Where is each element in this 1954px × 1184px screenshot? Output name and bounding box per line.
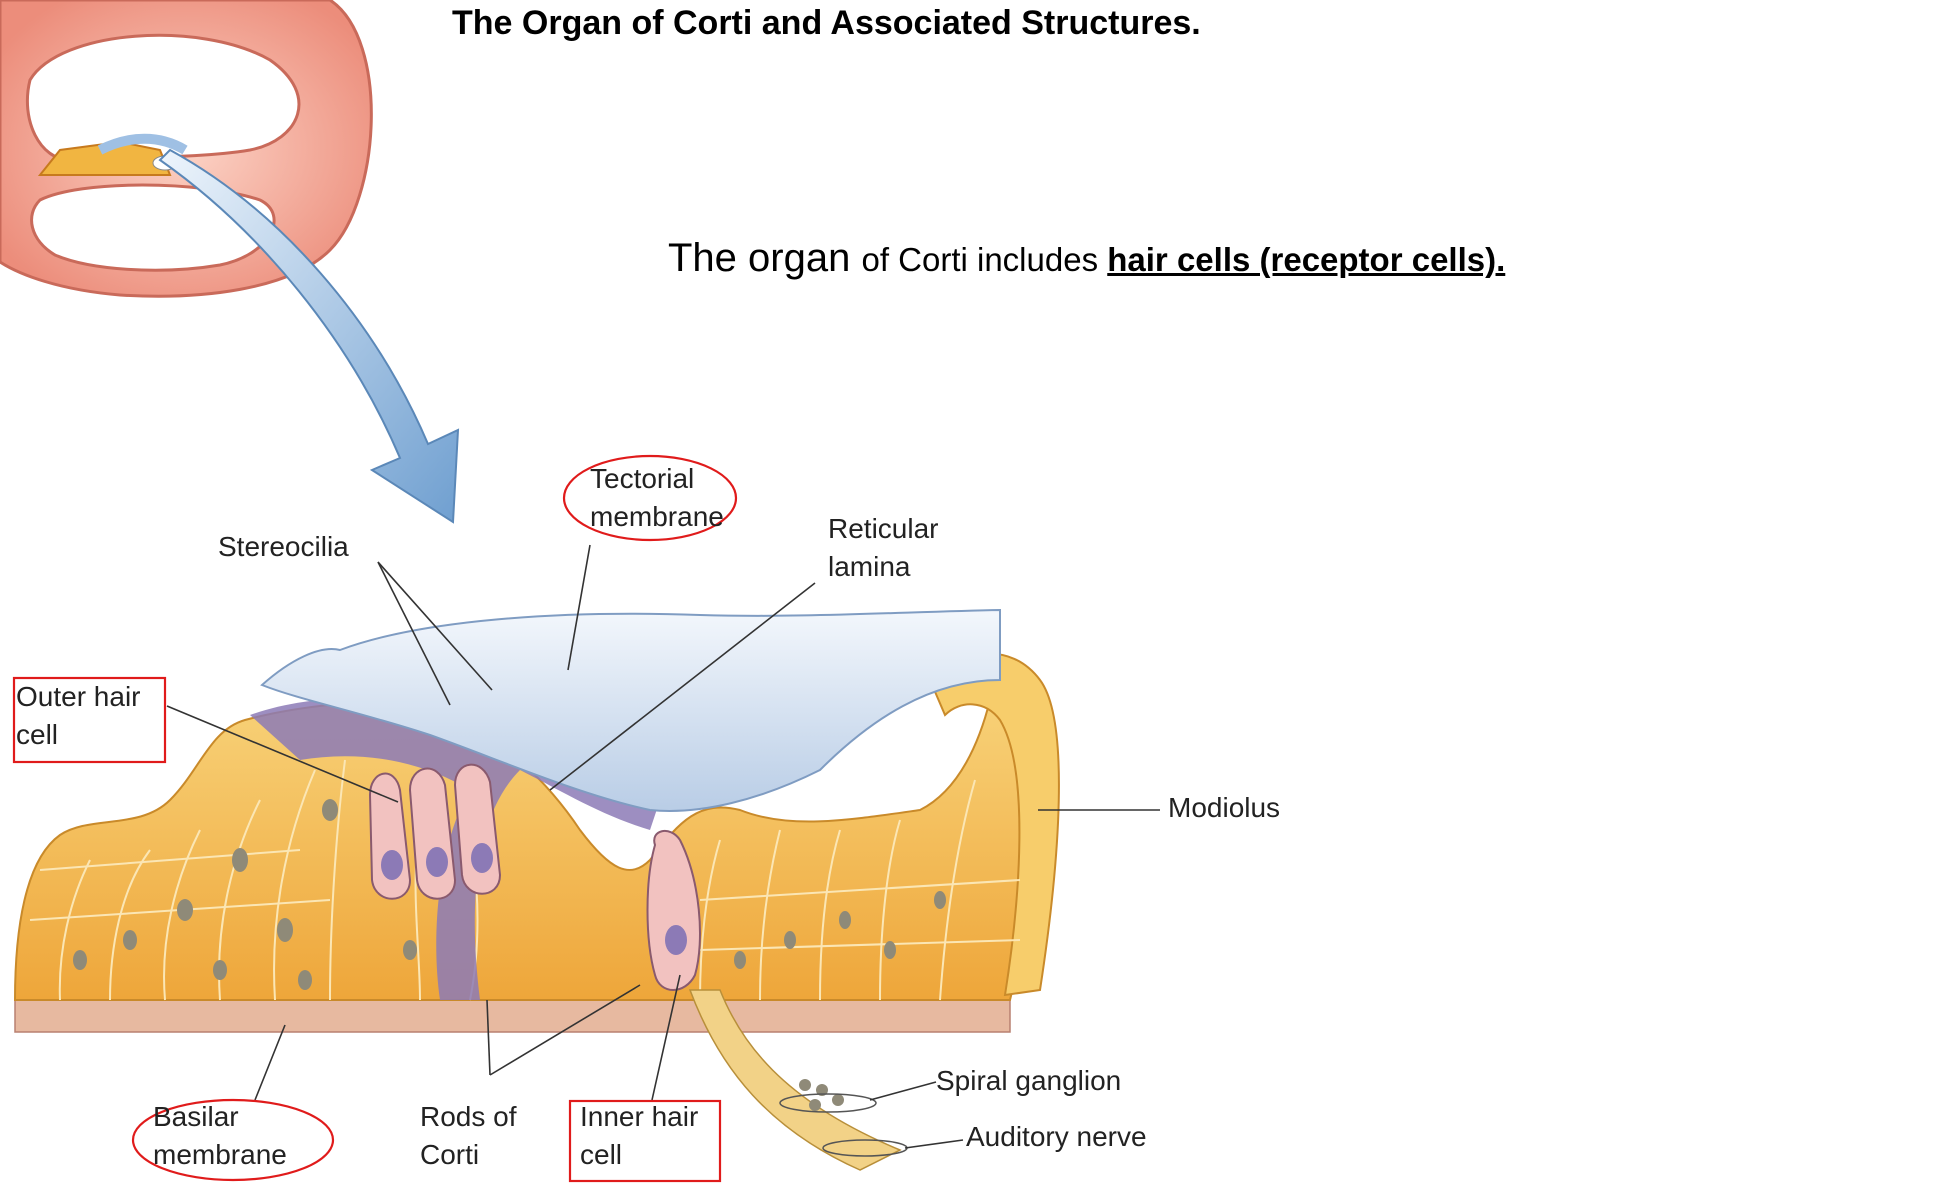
subtitle-emphasis: hair cells (receptor cells).	[1107, 241, 1506, 278]
label-inner-hair-cell: Inner hair cell	[580, 1098, 698, 1174]
label-tectorial-membrane: Tectorial membrane	[590, 460, 724, 536]
label-outer-hair-cell: Outer hair cell	[16, 678, 141, 754]
subtitle-part-2: of Corti includes	[861, 241, 1108, 278]
outer-hair-cells	[368, 763, 502, 900]
label-rods-line-1: Rods of	[420, 1101, 517, 1132]
spiral-limbus	[928, 652, 1060, 997]
label-outer-hair-line-1: Outer hair	[16, 681, 141, 712]
label-tectorial-line-2: membrane	[590, 501, 724, 532]
label-reticular-line-1: Reticular	[828, 513, 939, 544]
spiral-ganglion-ring	[779, 1093, 877, 1113]
subtitle-part-1: The organ	[668, 236, 862, 280]
cochlea-cross-section	[0, 0, 373, 298]
zoom-arrow	[158, 148, 460, 524]
label-rods-line-2: Corti	[420, 1139, 480, 1170]
leader-lines	[166, 544, 1160, 1149]
label-reticular-lamina: Reticular lamina	[828, 510, 938, 586]
label-rods-of-corti: Rods of Corti	[420, 1098, 517, 1174]
basilar-highlight-oval	[131, 1098, 335, 1182]
red-highlights	[12, 454, 738, 1183]
label-spiral-ganglion: Spiral ganglion	[936, 1065, 1122, 1096]
label-reticular-line-2: lamina	[828, 551, 911, 582]
label-stereocilia: Stereocilia	[218, 531, 349, 562]
label-outer-hair-line-2: cell	[16, 719, 59, 750]
subtitle: The organ of Corti includes hair cells (…	[668, 236, 1505, 281]
inner-hair-highlight-box	[568, 1099, 722, 1183]
label-auditory-nerve: Auditory nerve	[966, 1121, 1147, 1152]
tectorial-membrane-shape	[260, 608, 1001, 812]
page-title: The Organ of Corti and Associated Struct…	[452, 4, 1201, 42]
inner-hair-cell-shape	[646, 830, 701, 991]
supporting-cell-nuclei	[73, 799, 946, 990]
label-basilar-line-2: membrane	[153, 1139, 287, 1170]
spiral-ganglion-cells	[799, 1079, 844, 1111]
label-inner-hair-line-1: Inner hair	[580, 1101, 699, 1132]
label-basilar-line-1: Basilar	[153, 1101, 239, 1132]
label-basilar-membrane: Basilar membrane	[153, 1098, 287, 1174]
basilar-membrane-band	[14, 999, 1011, 1033]
label-modiolus: Modiolus	[1168, 792, 1281, 823]
label-tectorial-line-1: Tectorial	[590, 463, 695, 494]
outer-hair-highlight-box	[12, 676, 167, 764]
auditory-nerve-bundle	[688, 989, 902, 1171]
label-inner-hair-line-2: cell	[580, 1139, 623, 1170]
tectorial-highlight-oval	[562, 454, 738, 542]
